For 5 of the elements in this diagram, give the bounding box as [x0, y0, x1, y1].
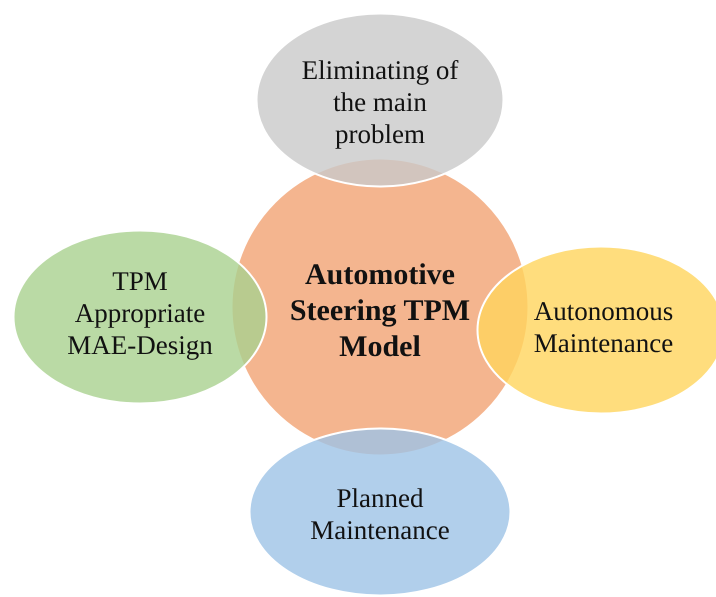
- center-title: Automotive Steering TPM Model: [288, 257, 472, 365]
- node-label: Autonomous Maintenance: [532, 295, 674, 359]
- node-label: TPM Appropriate MAE-Design: [66, 265, 214, 361]
- node-label: Eliminating of the main problem: [300, 54, 460, 150]
- node-label: Planned Maintenance: [309, 482, 451, 546]
